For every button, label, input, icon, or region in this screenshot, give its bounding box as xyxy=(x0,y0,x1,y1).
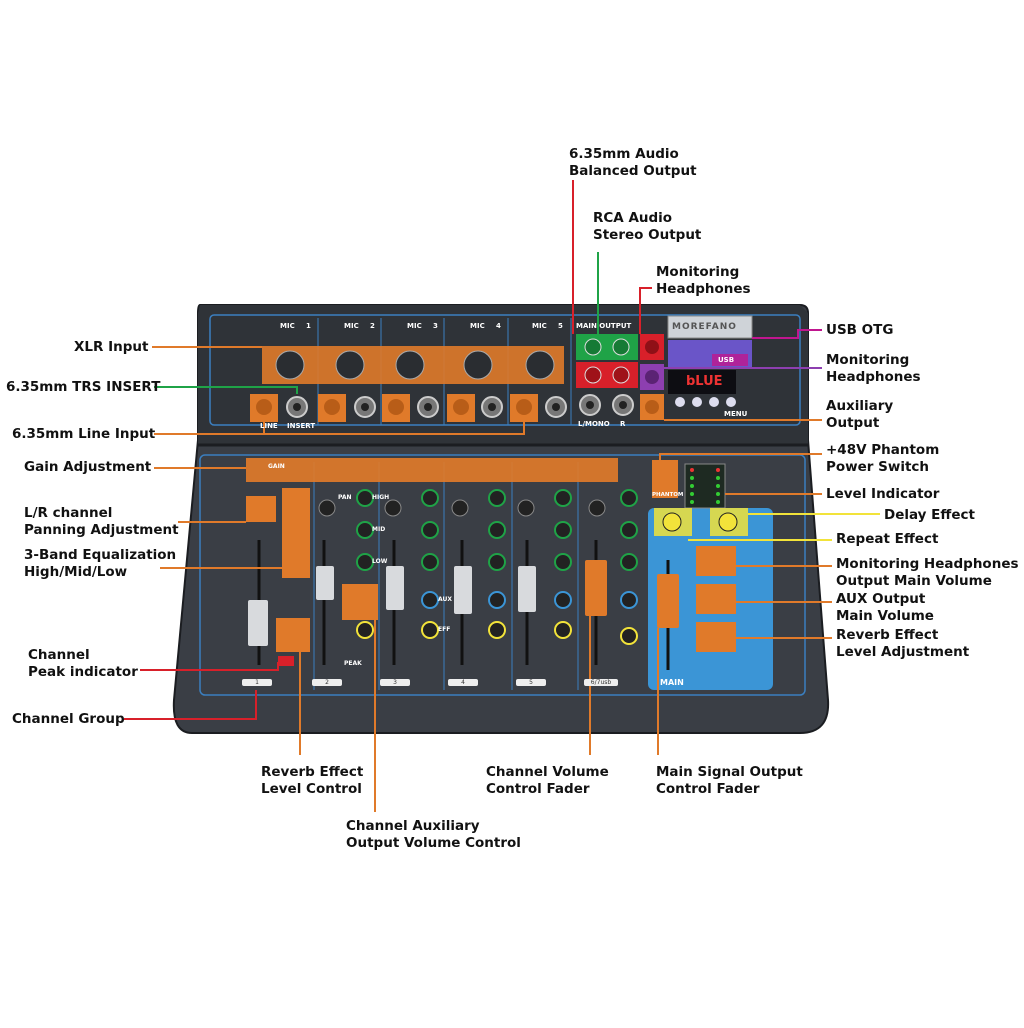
channel-dividers xyxy=(313,318,579,690)
jack-label-line: LINE xyxy=(260,422,278,430)
pan-label: PAN xyxy=(338,494,352,501)
jack-row xyxy=(250,394,634,422)
mic-number-1: 1 xyxy=(306,322,311,330)
callout-rca-output: RCA Audio Stereo Output xyxy=(593,210,702,243)
main-label: MAIN xyxy=(660,678,684,687)
mic-number-3: 3 xyxy=(433,322,438,330)
callout-delay: Delay Effect xyxy=(884,507,975,523)
channel-knobs xyxy=(318,489,638,645)
jack-label-r: R xyxy=(620,420,626,428)
mic-number-4: 4 xyxy=(496,322,501,330)
callout-trs-insert: 6.35mm TRS INSERT xyxy=(6,379,161,395)
aux-label: AUX xyxy=(438,596,452,603)
callout-aux-control: Channel Auxiliary Output Volume Control xyxy=(346,818,521,851)
callout-channel-group: Channel Group xyxy=(12,711,125,727)
mic-label-2: MIC xyxy=(344,322,359,330)
usb-player-module xyxy=(667,315,753,407)
callout-line-input: 6.35mm Line Input xyxy=(12,426,156,442)
player-display: bLUE xyxy=(686,374,723,389)
callout-repeat: Repeat Effect xyxy=(836,531,939,547)
phantom-label: PHANTOM xyxy=(652,492,684,498)
channel-faders xyxy=(248,540,607,665)
mic-label-1: MIC xyxy=(280,322,295,330)
callout-xlr-input: XLR Input xyxy=(74,339,149,355)
callout-headphone-volume: Monitoring Headphones Output Main Volume xyxy=(836,556,1019,589)
mic-number-5: 5 xyxy=(558,322,563,330)
callout-aux-output: Auxiliary Output xyxy=(826,398,894,431)
master-panel xyxy=(648,460,773,690)
level-leds xyxy=(690,468,720,504)
channel-number-1: 1 xyxy=(242,679,272,686)
channel1-highlights xyxy=(246,488,378,666)
mic-number-2: 2 xyxy=(370,322,375,330)
callout-reverb-control: Reverb Effect Level Control xyxy=(261,764,364,797)
low-label: LOW xyxy=(372,558,388,565)
xlr-inputs xyxy=(262,346,564,384)
callout-usb-otg: USB OTG xyxy=(826,322,894,338)
usb-label: USB xyxy=(718,356,735,364)
mic-label-4: MIC xyxy=(470,322,485,330)
callout-peak: Channel Peak indicator xyxy=(28,647,138,680)
jack-label-lmono: L/MONO xyxy=(578,420,610,428)
channel-number-5: 5 xyxy=(516,679,546,686)
high-label: HIGH xyxy=(372,494,390,501)
callout-gain: Gain Adjustment xyxy=(24,459,152,475)
callout-level-indicator: Level Indicator xyxy=(826,486,940,502)
callout-reverb-adjust: Reverb Effect Level Adjustment xyxy=(836,627,970,660)
channel-number-4: 4 xyxy=(448,679,478,686)
jack-label-insert: INSERT xyxy=(287,422,316,430)
peak-label: PEAK xyxy=(344,660,362,667)
leader-lines xyxy=(124,180,880,812)
callout-aux-volume: AUX Output Main Volume xyxy=(836,591,934,624)
channel-number-6: 6/7usb xyxy=(584,679,618,686)
mic-label-5: MIC xyxy=(532,322,547,330)
callout-eq: 3-Band Equalization High/Mid/Low xyxy=(24,547,177,580)
menu-label: MENU xyxy=(724,410,748,418)
channel-number-3: 3 xyxy=(380,679,410,686)
gain-label: GAIN xyxy=(268,463,285,470)
callout-panning: L/R channel Panning Adjustment xyxy=(24,505,179,538)
eff-label: EFF xyxy=(438,626,451,633)
callout-headphones-side: Monitoring Headphones xyxy=(826,352,921,385)
channel-number-2: 2 xyxy=(312,679,342,686)
gain-highlight xyxy=(246,458,618,482)
main-output-jacks xyxy=(576,334,664,420)
mic-label-3: MIC xyxy=(407,322,422,330)
mid-label: MID xyxy=(372,526,386,533)
callout-main-fader: Main Signal Output Control Fader xyxy=(656,764,803,797)
callout-balanced-output: 6.35mm Audio Balanced Output xyxy=(569,146,697,179)
brand-label: MOREFANO xyxy=(672,322,737,332)
callout-channel-fader: Channel Volume Control Fader xyxy=(486,764,609,797)
main-output-label: MAIN OUTPUT xyxy=(576,322,632,330)
callout-phantom: +48V Phantom Power Switch xyxy=(826,442,940,475)
callout-headphones-top: Monitoring Headphones xyxy=(656,264,751,297)
